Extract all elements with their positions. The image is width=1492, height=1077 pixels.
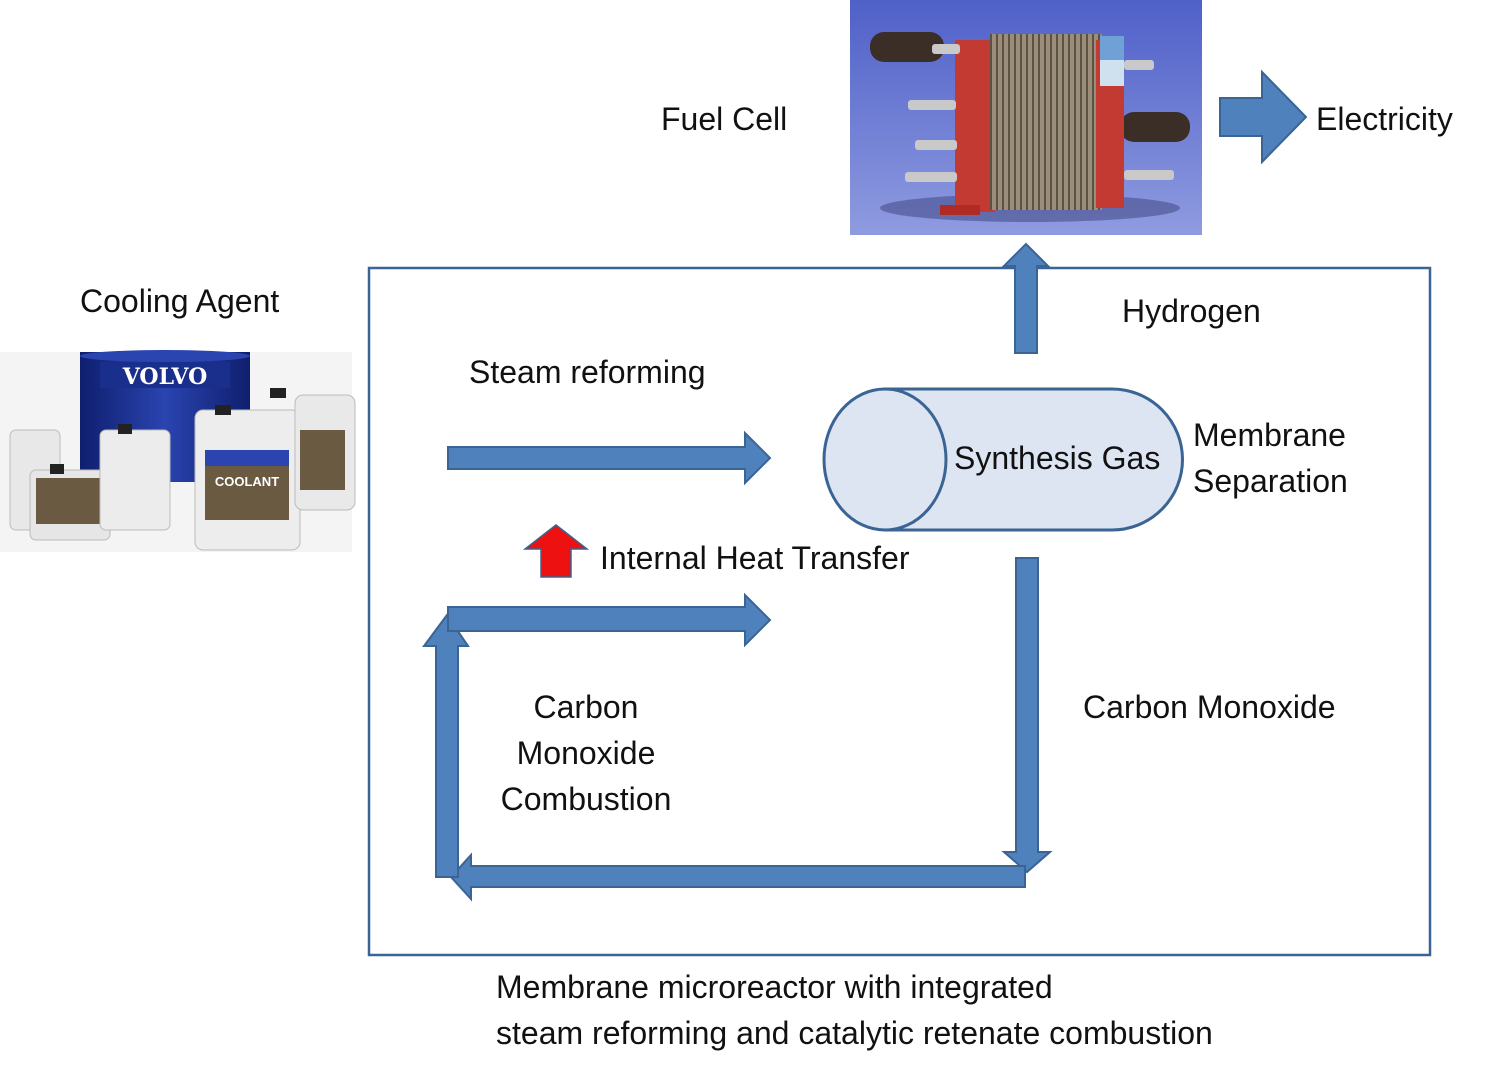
synthesis-gas-label: Synthesis Gas [954,440,1161,476]
hydrogen-arrow [1001,242,1051,354]
carbon-monoxide-up-arrow [422,613,470,878]
microreactor-frame [367,266,1432,957]
caption-line-1: Membrane microreactor with integrated [496,969,1053,1005]
cooling-agent-label: Cooling Agent [80,283,280,319]
steam-reforming-arrow [447,430,772,486]
membrane-separation-label: Membrane Separation [1193,412,1348,504]
combustion-heat-arrow [447,592,772,648]
co-combustion-label: Carbon Monoxide Combustion [486,684,686,822]
electricity-arrow [1219,69,1308,165]
membrane-separation-line-1: Membrane [1193,417,1346,453]
fuel-cell-label: Fuel Cell [661,101,788,137]
carbon-monoxide-bottom-arrow [449,852,1026,902]
volvo-logo-text: VOLVO [122,364,208,390]
fuel-cell-photo [850,0,1202,235]
synthesis-gas-cylinder [822,387,1184,532]
carbon-monoxide-label: Carbon Monoxide [1083,689,1336,725]
coolant-label-text: COOLANT [215,474,279,489]
electricity-label: Electricity [1316,101,1453,137]
membrane-separation-line-2: Separation [1193,463,1348,499]
internal-heat-transfer-label: Internal Heat Transfer [600,540,910,576]
co-combustion-line-1: Carbon [533,689,639,725]
carbon-monoxide-down-arrow [1001,557,1053,874]
co-combustion-line-2: Monoxide [516,735,656,771]
co-combustion-line-3: Combustion [500,781,672,817]
coolant-photo: VOLVO COOLANT [0,350,356,552]
steam-reforming-label: Steam reforming [469,354,706,390]
caption-line-2: steam reforming and catalytic retenate c… [496,1015,1213,1051]
hydrogen-label: Hydrogen [1122,293,1261,329]
heat-transfer-arrow [522,524,590,578]
diagram-caption: Membrane microreactor with integrated st… [496,964,1213,1056]
